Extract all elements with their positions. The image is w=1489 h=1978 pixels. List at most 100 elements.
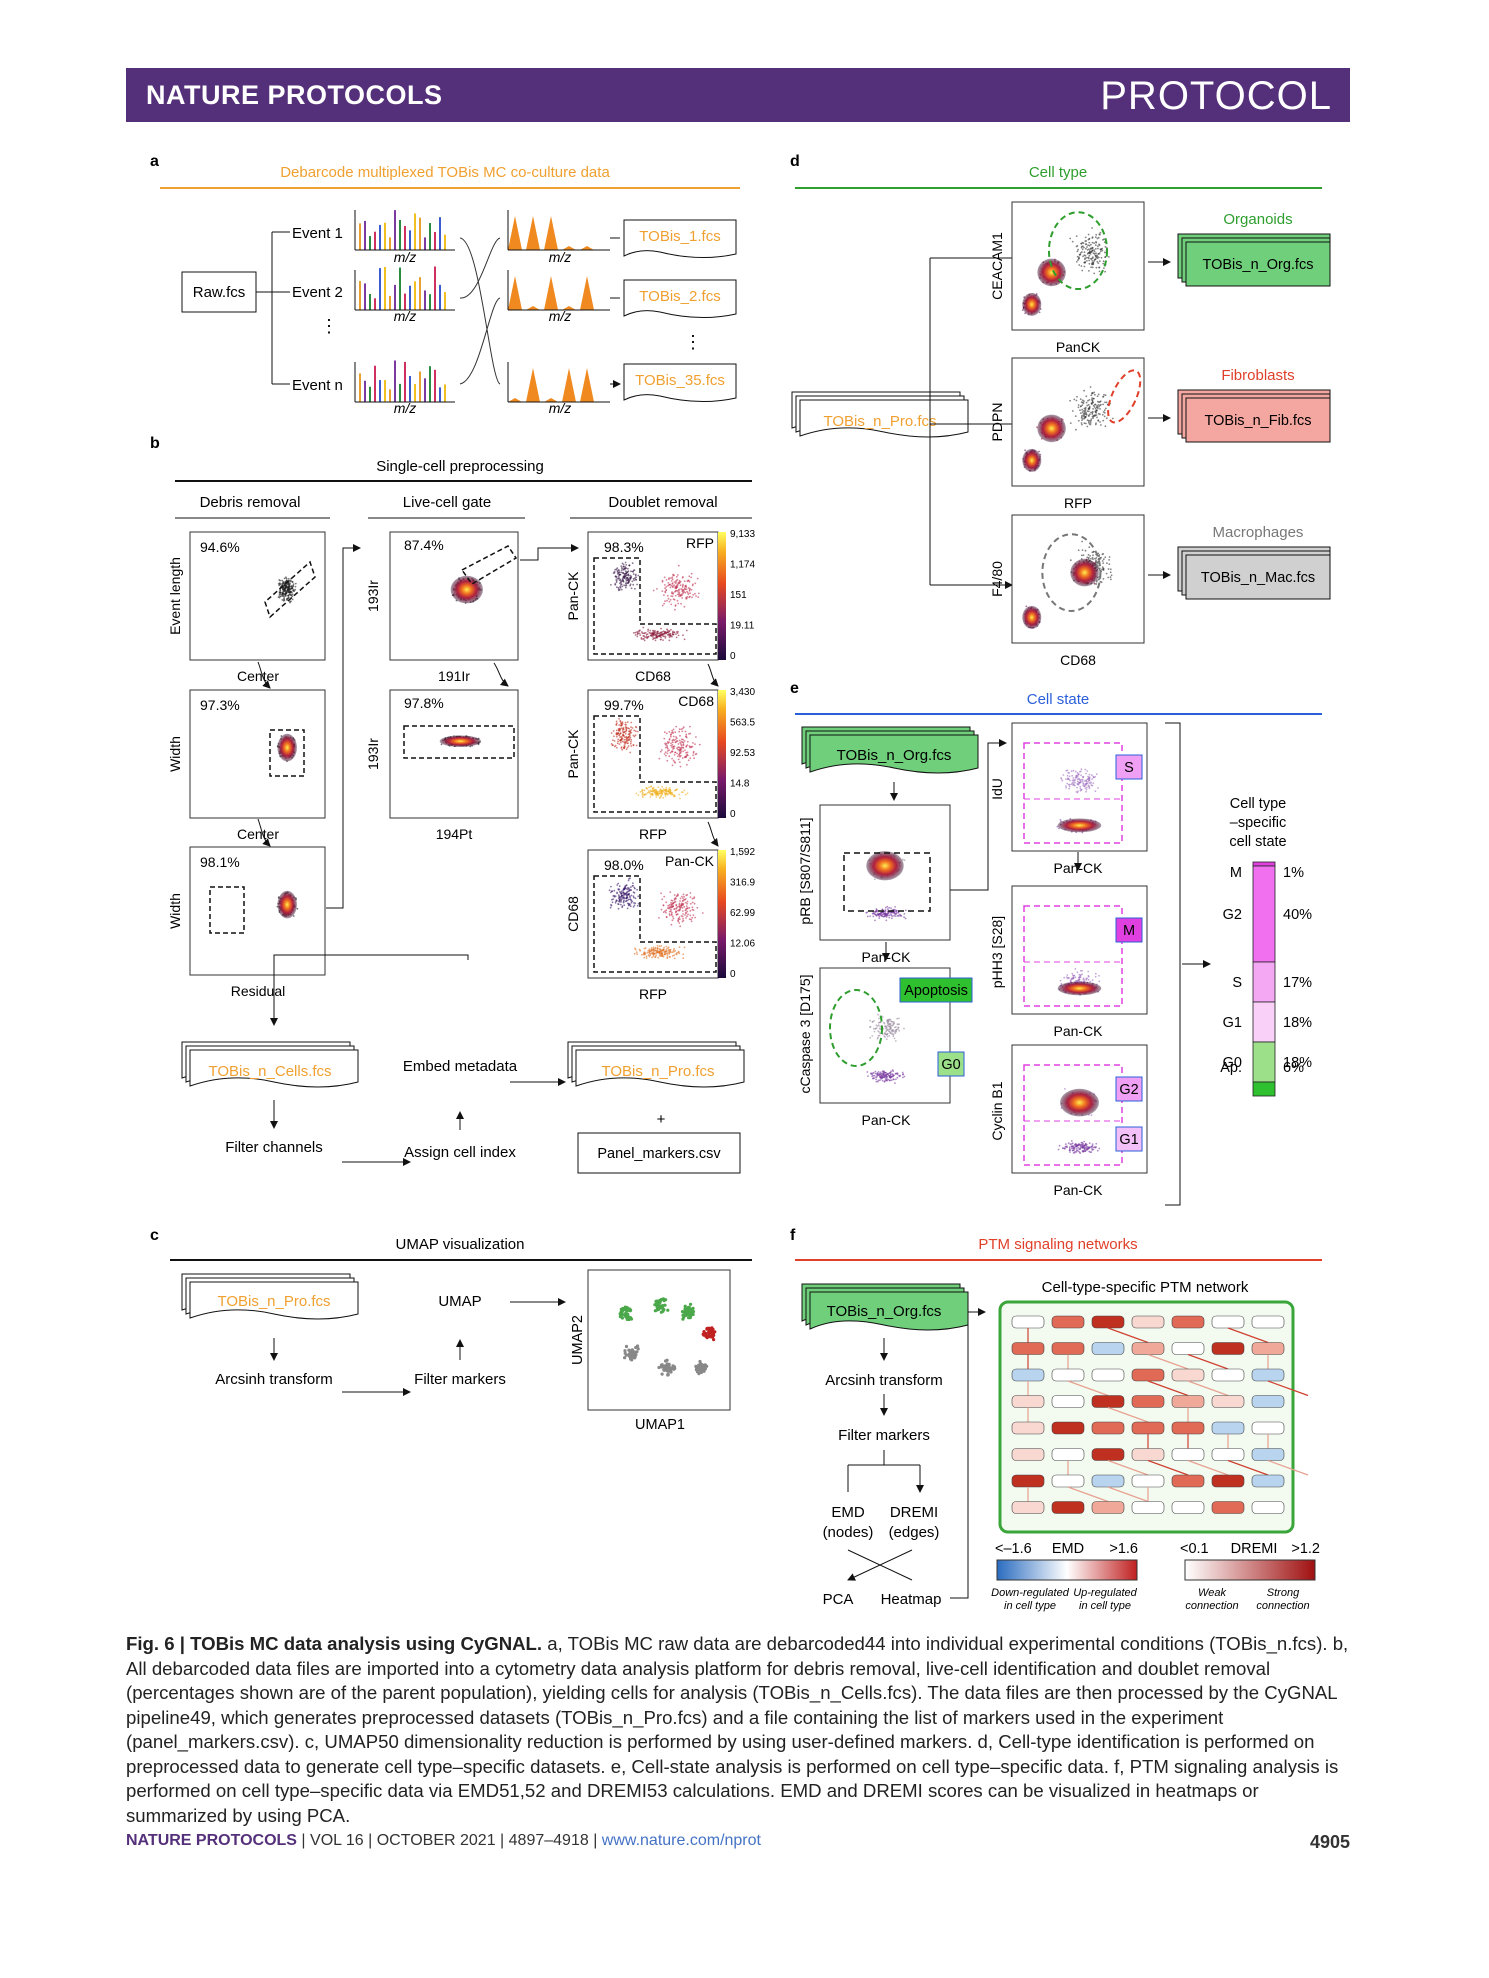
umap-point [704,1334,708,1338]
network-node [1011,1474,1045,1488]
umap-label: UMAP [438,1293,481,1310]
umap-point [691,1309,695,1313]
caption-label: Fig. 6 | TOBis MC data analysis using Cy… [126,1633,543,1654]
umap-point [681,1317,685,1321]
umap-point [623,1356,627,1360]
live-y-label: 193Ir [365,738,381,770]
doublet-y-label: Pan-CK [565,571,581,621]
debris-y-label: Width [167,893,183,929]
state-tag-label: S [1124,760,1134,776]
umap-point [703,1363,707,1367]
gate [403,725,515,759]
state-pct: 18% [1283,1055,1312,1071]
umap-point [673,1366,677,1371]
network-node [1131,1501,1165,1514]
network-edge [1227,1459,1269,1476]
network-node [1131,1448,1165,1461]
debarcode-peak [526,216,540,250]
live-x-label: 194Pt [436,826,473,842]
colorbar-tick: 0 [730,969,736,980]
dremi-label-2: (edges) [889,1524,940,1541]
network-node [1051,1368,1085,1382]
umap-point [630,1348,634,1352]
figure: a Debarcode multiplexed TOBis MC co-cult… [150,153,1331,1612]
footer-journal: NATURE PROTOCOLS [126,1832,297,1849]
umap-point [623,1313,627,1317]
doublet-x-label: RFP [639,826,667,842]
umap-point [699,1365,703,1369]
doublet-color-label: Pan-CK [665,853,715,869]
output-files: TOBis_1.fcs TOBis_2.fcs TOBis_35.fcs ⋮ [610,219,737,403]
panel-c-letter: c [150,1227,159,1244]
debarcode-peak [580,368,594,402]
state-label: G1 [1223,1015,1242,1031]
output-file-2: TOBis_2.fcs [639,288,720,305]
umap-point [685,1312,689,1316]
raw-fcs-label: Raw.fcs [193,284,246,301]
umap-point [695,1370,700,1374]
umap-y-label: UMAP2 [570,1315,586,1365]
svg-text:⋮: ⋮ [320,316,338,336]
network-node [1011,1315,1045,1329]
page-number: 4905 [1309,1832,1350,1852]
umap-filter: Filter markers [414,1371,506,1388]
debarcode-peak [562,368,576,402]
colorbar-tick: 316.9 [730,878,755,889]
emd-low: <–1.6 [995,1541,1032,1557]
footer-url[interactable]: www.nature.com/nprot [601,1832,761,1849]
doublet-y-label: Pan-CK [565,729,581,779]
network-node [1171,1474,1205,1488]
journal-name: NATURE PROTOCOLS [146,80,443,110]
state-tag [1115,754,1143,780]
umap-point [624,1353,628,1357]
e-org-file: TOBis_n_Org.fcs [837,747,952,764]
doublet-y-label: CD68 [565,896,581,932]
panel-f-letter: f [790,1227,796,1244]
celltype-y-label: F4/80 [989,561,1005,597]
doublet-x-label: CD68 [635,668,671,684]
umap-x-label: UMAP1 [635,1417,685,1433]
cellstate-x-label: Pan-CK [1053,1182,1103,1198]
d-pro-file: TOBis_n_Pro.fcs [823,413,936,430]
umap-point [688,1316,692,1320]
umap-point [705,1326,709,1330]
article-type: PROTOCOL [1100,74,1332,118]
embed-metadata: Embed metadata [403,1058,518,1075]
plot-frame [189,689,326,819]
network-node [1091,1448,1125,1461]
network-edge [1187,1380,1229,1397]
state-segment [1252,865,1276,963]
live-x-label: 191Ir [438,668,470,684]
cellstate-y-label: pHH3 [S28] [989,916,1005,988]
colorbar-tick: 0 [730,809,736,820]
celltype-name: Organoids [1223,211,1292,228]
umap-point [712,1333,716,1337]
network-edge [1267,1459,1309,1476]
plot-frame [389,689,519,819]
colorbar-tick: 12.06 [730,939,755,950]
doublet-pct: 98.0% [604,857,644,873]
umap-point [656,1307,660,1312]
celltype-file-box [1185,397,1331,443]
cellstate-x-label: Pan-CK [1053,1023,1103,1039]
state-tag-label: M [1123,923,1135,939]
network-edge [1147,1353,1189,1370]
doublet-pct: 98.3% [604,539,644,555]
network-node [1131,1342,1165,1355]
output-file-35: TOBis_35.fcs [635,372,725,389]
network-node [1211,1342,1245,1355]
mz-axis-4: m/z [549,249,572,265]
apoptosis-gate [829,989,883,1067]
celltype-x-label: PanCK [1056,339,1101,355]
celltype-gate [1047,211,1109,291]
density-core [1022,448,1042,472]
panel-d-title: Cell type [1029,164,1087,181]
density-core [277,890,297,919]
umap-point [657,1365,661,1370]
colorbar-tick: 563.5 [730,718,755,729]
